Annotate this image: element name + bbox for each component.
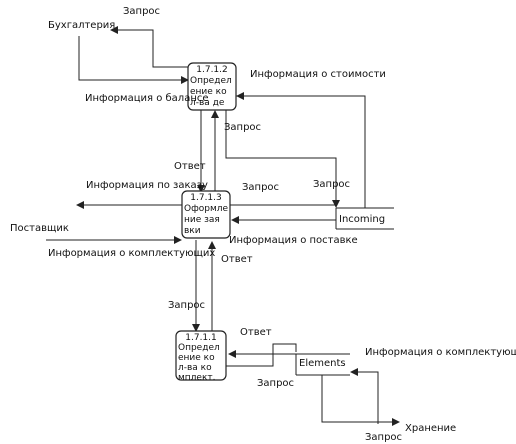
flow-label-request-5: Запрос — [257, 378, 294, 389]
flow-label-order-info: Информация по заказу — [86, 180, 208, 191]
flow-components-info-right — [352, 371, 379, 424]
process-1711-id: 1.7.1.1 — [185, 333, 217, 343]
arrowhead — [332, 200, 340, 208]
process-1712-box — [187, 62, 237, 111]
flow-label-balance-info: Информация о балансе — [85, 93, 209, 104]
process-1713[interactable]: 1.7.1.3 Оформле ние зая вки — [181, 190, 231, 239]
arrowhead — [208, 241, 216, 249]
process-1713-line-3: вки — [184, 226, 201, 236]
process-1712-id: 1.7.1.2 — [196, 65, 228, 75]
process-1713-line-2: ние зая — [184, 215, 220, 225]
process-1712-line-2: ение ко — [190, 87, 227, 97]
store-elements-label: Elements — [299, 358, 346, 369]
arrowhead — [76, 201, 84, 209]
process-1712[interactable]: 1.7.1.2 Определ ение ко л-ва де — [187, 62, 237, 111]
process-1711-line-4: мплект. — [178, 373, 216, 383]
arrowhead — [181, 76, 189, 84]
flow-label-request-6: Запрос — [365, 432, 402, 443]
process-1711[interactable]: 1.7.1.1 Определ ение ко л-ва ко мплект. — [175, 330, 227, 383]
arrowhead — [174, 236, 182, 244]
process-1711-box — [175, 330, 227, 381]
arrowhead — [192, 324, 200, 332]
external-supplier: Поставщик — [10, 223, 69, 234]
flow-label-delivery-info: Информация о поставке — [229, 235, 358, 246]
arrowhead — [236, 92, 244, 100]
flow-label-request-top: Запрос — [123, 6, 160, 17]
process-1713-id: 1.7.1.3 — [190, 193, 222, 203]
process-1711-line-2: ение ко — [178, 353, 215, 363]
arrowhead — [197, 185, 205, 193]
external-accounting: Бухгалтерия — [48, 20, 115, 31]
arrowhead — [231, 216, 239, 224]
flow-label-answer-3: Ответ — [240, 327, 272, 338]
flow-label-answer-1: Ответ — [174, 161, 206, 172]
arrowhead — [110, 26, 118, 34]
flow-label-cost-info: Информация о стоимости — [250, 69, 386, 80]
arrowhead — [350, 368, 358, 376]
flow-request-to-accounting — [115, 29, 188, 68]
process-1711-line-1: Определ — [178, 343, 220, 353]
store-incoming-label: Incoming — [339, 214, 385, 225]
flow-label-request-mid: Запрос — [224, 122, 261, 133]
external-storage: Хранение — [405, 423, 456, 434]
process-1713-line-1: Оформле — [184, 204, 229, 214]
process-1711-line-3: л-ва ко — [178, 363, 212, 373]
flow-request-to-storage — [321, 375, 396, 423]
arrowhead — [392, 418, 400, 426]
flow-request-incoming-from-1712 — [225, 110, 337, 206]
arrowhead — [211, 110, 219, 118]
arrowhead — [228, 350, 236, 358]
flow-label-answer-2: Ответ — [221, 254, 253, 265]
flow-label-request-3: Запрос — [313, 179, 350, 190]
process-1712-line-1: Определ — [190, 76, 232, 86]
flow-balance-from-accounting — [78, 36, 188, 81]
process-1712-line-3: л-ва де — [190, 98, 225, 108]
process-1713-box — [181, 190, 231, 239]
flow-cost-info — [236, 95, 366, 208]
flow-label-components-info-left: Информация о комплектующих — [48, 248, 215, 259]
flow-label-request-2: Запрос — [242, 182, 279, 193]
flow-label-components-info-right: Информация о комплектующих — [365, 347, 516, 358]
flow-request-to-elements — [226, 343, 297, 367]
flow-label-request-4: Запрос — [168, 300, 205, 311]
